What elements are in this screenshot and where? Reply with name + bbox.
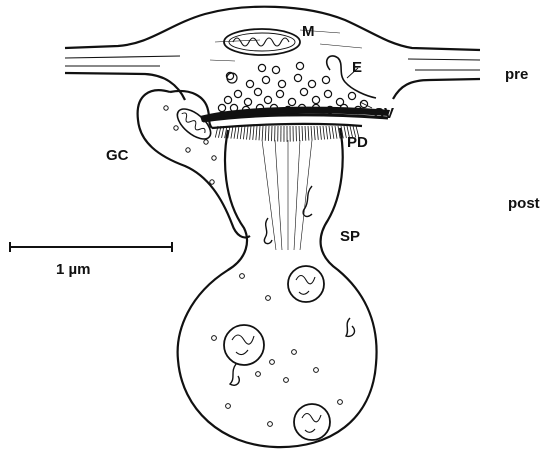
synaptic-vesicle	[312, 96, 319, 103]
presynaptic-axon-outline	[65, 7, 480, 50]
label-glial-cell: GC	[106, 148, 129, 163]
synaptic-vesicle	[324, 90, 331, 97]
density-stroke	[335, 126, 337, 139]
spine-vesicle	[270, 360, 275, 365]
density-stroke	[314, 126, 315, 140]
synaptic-vesicle	[264, 96, 271, 103]
label-spine: SP	[340, 229, 360, 244]
spine-vesicle	[292, 350, 297, 355]
synaptic-vesicle	[244, 98, 251, 105]
synaptic-vesicle	[288, 98, 295, 105]
spine-neck-filaments	[262, 140, 312, 250]
synaptic-vesicle	[234, 90, 241, 97]
mitochondrion-spine-1	[224, 325, 264, 365]
density-stroke	[253, 126, 254, 140]
synaptic-vesicle	[218, 104, 225, 111]
axon-filaments	[210, 30, 362, 61]
label-postsynaptic: post	[508, 196, 540, 211]
spine-vesicle	[266, 296, 271, 301]
mitochondrion-spine-2	[288, 266, 324, 302]
spine-vesicle	[284, 378, 289, 383]
density-stroke	[259, 126, 260, 140]
spine-vesicles	[212, 274, 343, 427]
density-stroke	[329, 126, 331, 139]
density-stroke	[265, 126, 266, 141]
presynaptic-axon-inner-line	[65, 56, 480, 60]
spine-vesicle	[338, 400, 343, 405]
spine-vesicle	[268, 422, 273, 427]
synaptic-vesicle	[300, 88, 307, 95]
synaptic-vesicle	[272, 66, 279, 73]
synaptic-vesicle	[322, 76, 329, 83]
synaptic-vesicle	[224, 96, 231, 103]
density-stroke	[237, 126, 239, 139]
density-stroke	[234, 126, 236, 139]
mitochondrion-bouton	[224, 29, 300, 55]
spine-apparatus-upper	[303, 186, 312, 216]
density-stroke	[320, 126, 321, 140]
density-stroke	[240, 126, 242, 139]
synaptic-vesicle	[254, 88, 261, 95]
synaptic-vesicles-cluster	[218, 62, 367, 113]
glial-granule	[212, 156, 216, 160]
density-stroke	[231, 126, 233, 139]
glial-granule	[204, 140, 208, 144]
density-stroke	[271, 126, 272, 141]
glial-granule	[186, 148, 190, 152]
spine-vesicle	[240, 274, 245, 279]
glial-granule	[174, 126, 178, 130]
synaptic-vesicle	[246, 80, 253, 87]
actin-filament	[300, 140, 312, 250]
density-stroke	[317, 126, 318, 140]
mitochondrion-spine-3	[294, 404, 330, 440]
synaptic-vesicle	[278, 80, 285, 87]
smooth-er-fragment-1	[346, 318, 354, 336]
density-stroke	[344, 126, 346, 138]
synaptic-vesicle	[296, 62, 303, 69]
spine-vesicle	[212, 336, 217, 341]
synaptic-vesicle	[258, 64, 265, 71]
synaptic-vesicle	[348, 92, 355, 99]
density-stroke	[299, 126, 300, 141]
synaptic-vesicle	[262, 76, 269, 83]
density-stroke	[243, 126, 245, 139]
density-stroke	[256, 126, 257, 140]
synaptic-vesicle	[308, 80, 315, 87]
density-stroke	[326, 126, 328, 139]
density-stroke	[311, 126, 312, 140]
label-scale-bar: 1 µm	[56, 262, 91, 277]
spine-apparatus-lower	[264, 218, 272, 244]
density-stroke	[332, 126, 334, 139]
density-stroke	[323, 126, 325, 139]
spine-vesicle	[314, 368, 319, 373]
label-postsynaptic-density: PD	[347, 135, 368, 150]
spine-vesicle	[226, 404, 231, 409]
actin-filament	[294, 140, 300, 250]
density-stroke	[302, 126, 303, 141]
density-stroke	[305, 126, 306, 141]
label-endosome: E	[352, 60, 362, 75]
presynaptic-axon-lower-outline	[65, 73, 480, 100]
density-stroke	[268, 126, 269, 141]
synaptic-vesicle	[276, 90, 283, 97]
synaptic-vesicle	[294, 74, 301, 81]
density-stroke	[250, 126, 251, 140]
spine-vesicle	[256, 372, 261, 377]
label-mitochondrion: M	[302, 24, 315, 39]
scale-bar	[10, 242, 172, 252]
density-stroke	[308, 126, 309, 140]
density-stroke	[262, 126, 263, 141]
density-stroke	[247, 126, 248, 140]
actin-filament	[275, 140, 282, 250]
glial-granule	[164, 106, 168, 110]
actin-filament	[262, 140, 276, 250]
smooth-er-fragment-2	[230, 364, 239, 385]
label-synaptic-vesicles: SV	[374, 106, 394, 121]
label-presynaptic: pre	[505, 67, 528, 82]
postsynaptic-density	[215, 126, 359, 142]
glial-granule	[210, 180, 214, 184]
